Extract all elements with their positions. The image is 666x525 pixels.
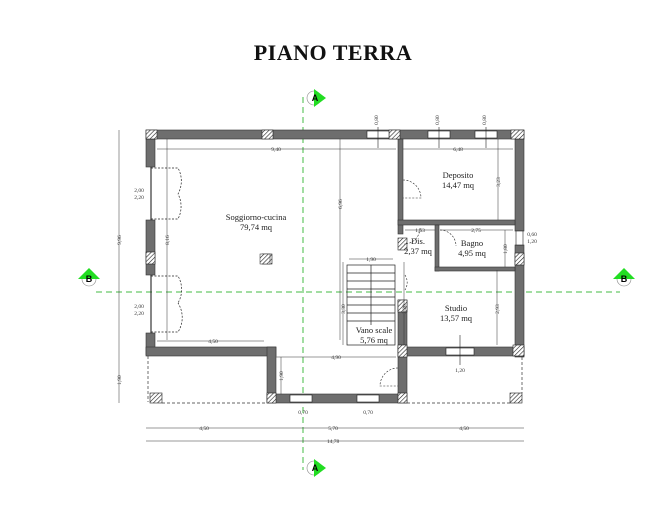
room-deposito-name: Deposito [443, 170, 474, 180]
door-left-2-height: 2,20 [134, 311, 144, 317]
room-dis-name: Dis. [411, 236, 425, 246]
section-b-right-label: B [621, 274, 628, 284]
porch-outline [147, 356, 523, 404]
left-doors [150, 167, 183, 333]
dim-living-height-right: 6,96 [338, 199, 344, 209]
section-marker-a-bottom[interactable]: A [306, 459, 326, 477]
room-dis-area: 2,37 mq [404, 246, 433, 256]
dim-living-width: 9,40 [271, 147, 281, 153]
dim-bottom-total: 14,78 [327, 439, 340, 445]
staircase [346, 264, 396, 346]
room-vano-scale-area: 5,76 mq [360, 335, 389, 345]
section-marker-a-top[interactable]: A [306, 89, 326, 107]
window-top-2-label: 0,80 [435, 115, 441, 125]
door-left-1-height: 2,20 [134, 195, 144, 201]
bagno-window-height: 1,20 [527, 239, 537, 245]
section-b-left-label: B [86, 274, 93, 284]
dim-living-height: 8,16 [165, 235, 171, 245]
dim-porch-width: 4,90 [331, 355, 341, 361]
dim-studio-height: 2,93 [495, 304, 501, 314]
studio-window [445, 335, 475, 365]
door-left-1-width: 2,00 [134, 188, 144, 194]
dim-dis-width: 1,63 [415, 228, 425, 234]
dim-deposito-height: 3,23 [496, 177, 502, 187]
dim-overall-height: 9,96 [117, 235, 123, 245]
section-marker-b-left[interactable]: B [78, 268, 100, 287]
bagno-window [515, 230, 524, 246]
dim-bottom-left: 4,50 [199, 426, 209, 432]
chimney [259, 253, 271, 265]
room-soggiorno-area: 79,74 mq [240, 222, 273, 232]
section-marker-b-right[interactable]: B [613, 268, 635, 287]
dim-left-porch-depth: 1,90 [117, 375, 123, 385]
dim-stair-right: 3,20 [402, 304, 408, 314]
room-studio-name: Studio [445, 303, 467, 313]
dim-stair-height: 3,30 [341, 304, 347, 314]
window-top-1-label: 0,80 [374, 115, 380, 125]
room-bagno-area: 4,95 mq [458, 248, 487, 258]
room-vano-scale-name: Vano scale [356, 325, 393, 335]
window-bottom-2-label: 0,70 [363, 410, 373, 416]
dim-bagno-width: 2,75 [471, 228, 481, 234]
dim-bottom-mid: 5,70 [328, 426, 338, 432]
room-deposito-area: 14,47 mq [442, 180, 475, 190]
studio-window-label: 1,20 [455, 368, 465, 374]
room-soggiorno-name: Soggiorno-cucina [226, 212, 287, 222]
window-top-3-label: 0,80 [482, 115, 488, 125]
room-studio-area: 13,57 mq [440, 313, 473, 323]
dimension-lines [118, 130, 524, 442]
dim-bagno-height: 1,80 [503, 244, 509, 254]
window-bottom-1-label: 0,70 [298, 410, 308, 416]
room-bagno-name: Bagno [461, 238, 483, 248]
dim-bottom-right: 4,50 [459, 426, 469, 432]
dim-stair-width: 1,90 [366, 257, 376, 263]
bottom-windows [289, 394, 380, 403]
bagno-window-width: 0,60 [527, 232, 537, 238]
dim-deposito-width: 6,48 [453, 147, 463, 153]
section-a-bottom-label: A [312, 463, 319, 473]
plan-title: PIANO TERRA [253, 40, 413, 65]
dim-porch-left: 4,50 [208, 339, 218, 345]
section-a-top-label: A [312, 93, 319, 103]
internal-doors [379, 179, 457, 387]
dim-porch-depth: 1,90 [279, 371, 285, 381]
top-windows [366, 127, 498, 148]
door-left-2-width: 2,00 [134, 304, 144, 310]
